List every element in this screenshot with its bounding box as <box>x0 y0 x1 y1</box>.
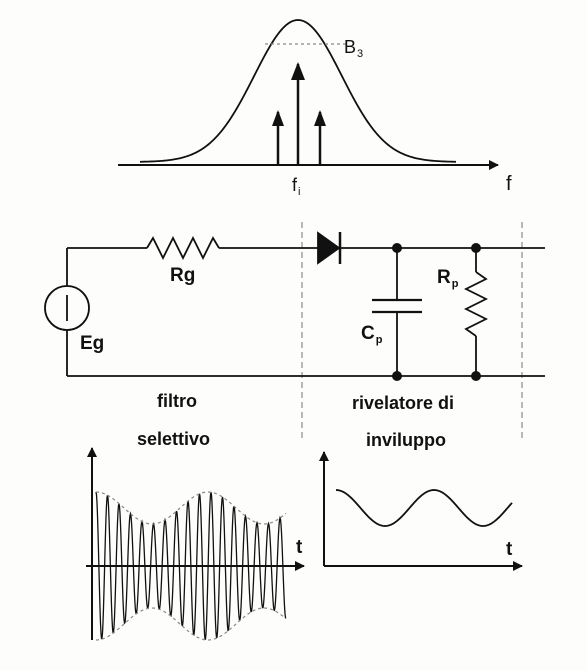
am-waveform-plot <box>86 447 305 641</box>
am-time-axis-label: t <box>296 537 303 558</box>
diode-icon <box>317 231 341 265</box>
junction-dot <box>392 243 402 253</box>
spectrum-section <box>118 19 499 170</box>
am-carrier-waveform <box>95 491 287 640</box>
series-resistor-label: Rg <box>170 265 196 286</box>
carrier-arrow-icon <box>291 62 305 80</box>
load-resistor-icon <box>463 271 489 337</box>
detector-section-title-line2: inviluppo <box>366 430 446 450</box>
voltage-source-label: Eg <box>80 333 105 354</box>
filter-section-title-line2: selettivo <box>137 429 211 449</box>
upper-sideband-arrow-icon <box>314 110 326 126</box>
demodulated-envelope-curve <box>335 489 513 527</box>
junction-dot <box>471 243 481 253</box>
junction-dot <box>392 371 402 381</box>
bandwidth-label: B3 <box>344 37 364 60</box>
capacitor-label: Cp <box>361 323 383 346</box>
am-upper-envelope <box>95 491 287 525</box>
detector-section-title-line1: rivelatore di <box>352 393 455 413</box>
selective-filter-bell-curve <box>139 19 457 163</box>
section-dividers <box>301 222 523 440</box>
envelope-waveform-plot <box>319 451 523 571</box>
load-resistor-label: Rp <box>437 267 459 290</box>
junction-dot <box>471 371 481 381</box>
am-lower-envelope <box>95 607 287 641</box>
circuit-section <box>44 231 545 381</box>
frequency-axis-label: f <box>506 173 512 195</box>
envelope-time-axis-label: t <box>506 539 513 560</box>
filter-section-title-line1: filtro <box>157 391 197 411</box>
series-resistor-icon <box>146 235 220 261</box>
carrier-frequency-label: fi <box>292 175 301 198</box>
lower-sideband-arrow-icon <box>272 110 284 126</box>
